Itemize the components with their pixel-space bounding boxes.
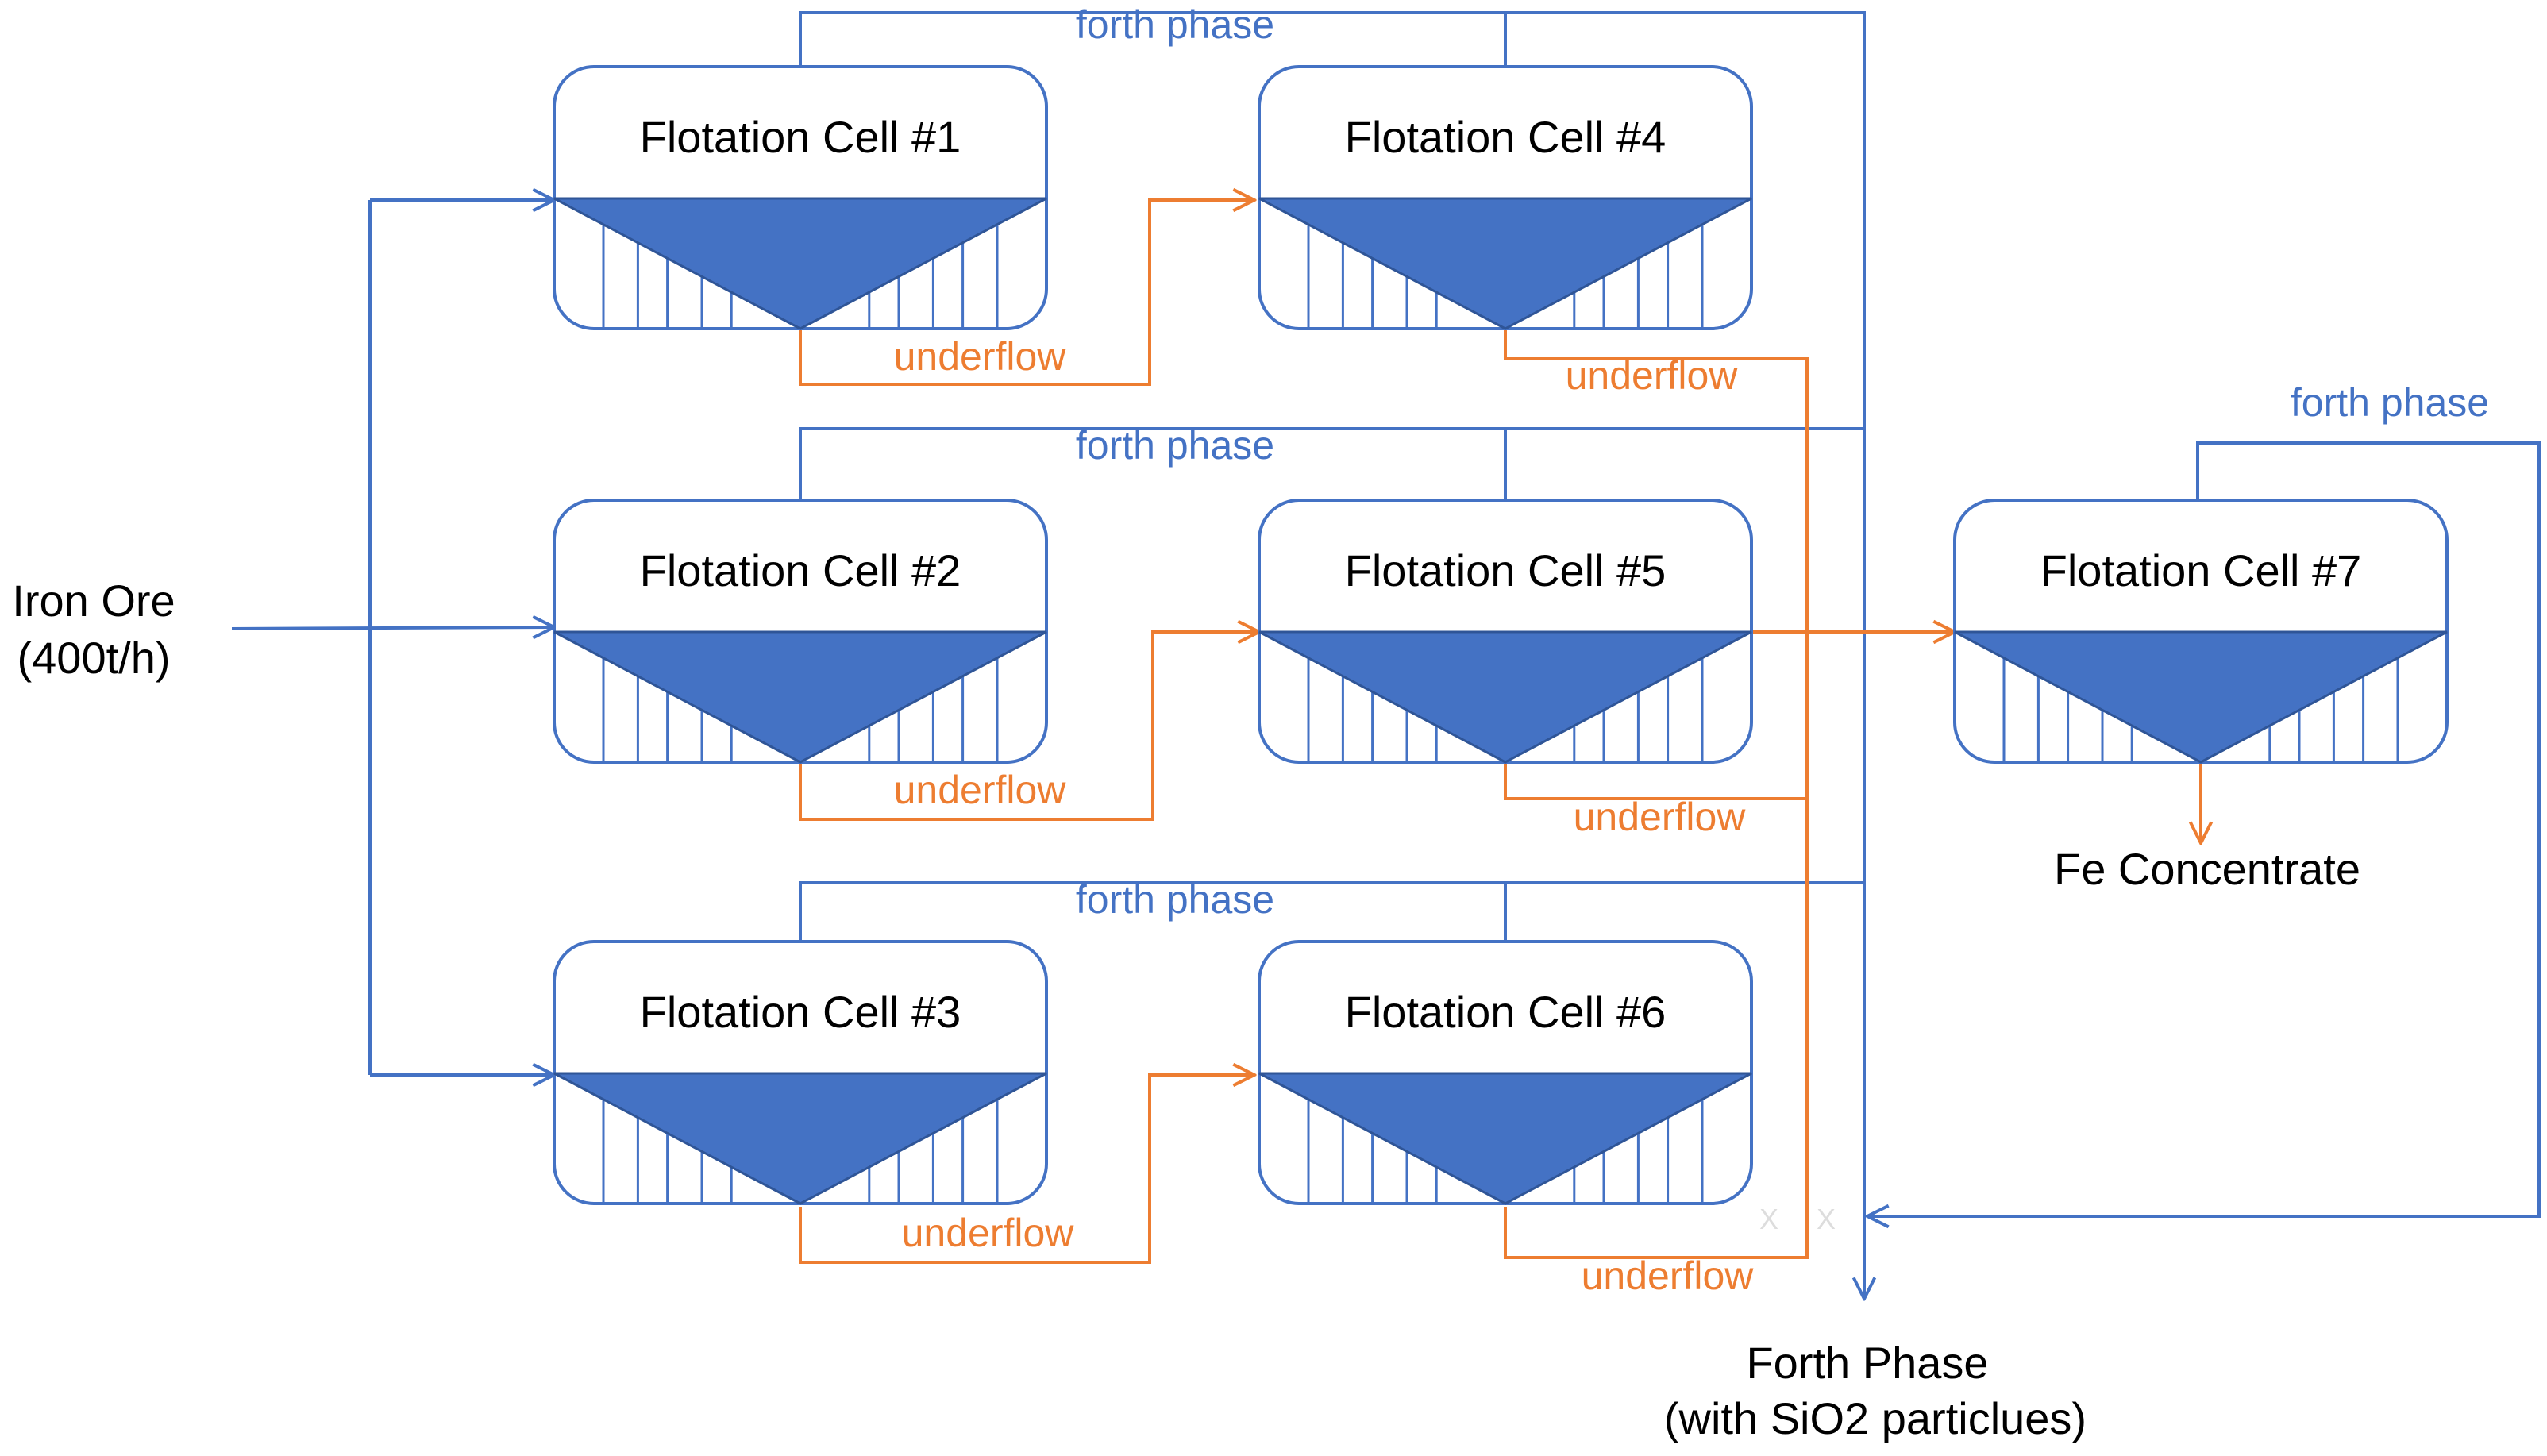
- tail-label-line2: (with SiO2 particlues): [1664, 1393, 2087, 1443]
- underflow-label-cell6: underflow: [1582, 1254, 1755, 1298]
- flotation-cell-4: Flotation Cell #4: [1258, 65, 1753, 330]
- cell-title: Flotation Cell #7: [2040, 545, 2362, 595]
- underflow-label-cell3: underflow: [902, 1211, 1075, 1255]
- cell-title: Flotation Cell #4: [1345, 112, 1667, 162]
- flotation-cell-7: Flotation Cell #7: [1953, 499, 2449, 764]
- froth-flow-lines: [799, 11, 2541, 1299]
- cell-title: Flotation Cell #1: [640, 112, 961, 162]
- froth-line-cell7: [1867, 441, 2541, 1216]
- flotation-cell-1: Flotation Cell #1: [553, 65, 1048, 330]
- froth-line-row3: [799, 881, 1507, 942]
- froth-label-row1: forth phase: [1076, 2, 1274, 47]
- cell-cone: [553, 1072, 1047, 1205]
- concentrate-label: Fe Concentrate: [2054, 844, 2360, 894]
- underflow-line-cell2: [799, 632, 1259, 821]
- flotation-cell-2: Flotation Cell #2: [553, 499, 1048, 764]
- flotation-cell-6: Flotation Cell #6: [1258, 940, 1753, 1205]
- cell-title: Flotation Cell #6: [1345, 987, 1667, 1037]
- x-mark-left: X: [1759, 1203, 1778, 1235]
- cell-cone: [1258, 197, 1752, 330]
- underflow-line-cell4: [1504, 329, 1809, 1259]
- froth-collector-main: [1505, 11, 1864, 1299]
- froth-label-row3: forth phase: [1076, 877, 1274, 922]
- cells-layer: Flotation Cell #1 Flotation Cell #2 Flotat…: [553, 65, 2449, 1205]
- underflow-line-cell3: [799, 1075, 1254, 1264]
- froth-line-row2: [799, 427, 1507, 500]
- cell-title: Flotation Cell #5: [1345, 545, 1667, 595]
- x-mark-right: X: [1817, 1203, 1836, 1235]
- cell-cone: [1258, 630, 1752, 764]
- flotation-cell-3: Flotation Cell #3: [553, 940, 1048, 1205]
- underflow-label-cell2: underflow: [894, 768, 1067, 812]
- flow-labels: forth phase forth phase forth phase fort…: [894, 2, 2489, 1298]
- underflow-line-cell1: [799, 200, 1254, 386]
- feed-label-line1: Iron Ore: [12, 576, 175, 626]
- underflow-line-cell5: [1504, 764, 1807, 800]
- flotation-cell-5: Flotation Cell #5: [1258, 499, 1753, 764]
- terminal-labels: Iron Ore (400t/h) Fe Concentrate Forth P…: [12, 576, 2360, 1443]
- feed-main-line: [231, 627, 554, 629]
- cell-cone: [1954, 630, 2448, 764]
- cell-cone: [1258, 1072, 1752, 1205]
- tail-label-line1: Forth Phase: [1746, 1338, 1988, 1388]
- froth-label-cell7: forth phase: [2291, 380, 2489, 425]
- underflow-label-cell5: underflow: [1574, 795, 1747, 839]
- underflow-label-cell4: underflow: [1566, 353, 1739, 398]
- froth-label-row2: forth phase: [1076, 423, 1274, 468]
- cell-title: Flotation Cell #2: [640, 545, 961, 595]
- cell-title: Flotation Cell #3: [640, 987, 961, 1037]
- froth-line-row1: [799, 11, 1507, 67]
- feed-label-line2: (400t/h): [17, 633, 171, 683]
- underflow-lines: [799, 200, 2201, 1264]
- cell-cone: [553, 630, 1047, 764]
- underflow-label-cell1: underflow: [894, 334, 1067, 379]
- feed-lines: [231, 200, 554, 1075]
- cell-cone: [553, 197, 1047, 330]
